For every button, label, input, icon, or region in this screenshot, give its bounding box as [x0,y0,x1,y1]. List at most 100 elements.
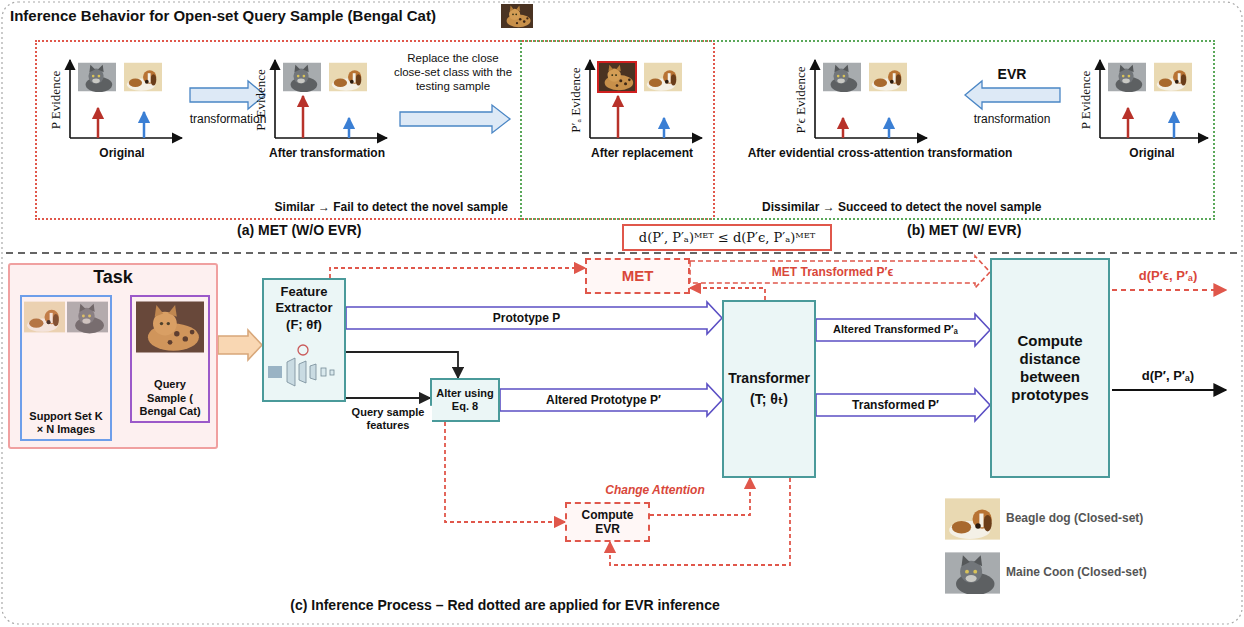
axis [1100,137,1208,139]
connector [346,352,458,378]
evr-module-box: Compute EVR [565,502,650,542]
evidence-bar [1173,112,1176,138]
evidence-chart [275,60,387,138]
connector-label: Change Attention [603,483,707,497]
axis [275,137,387,139]
axis-label: P′ϵ Evidence [793,67,809,134]
evr-arrow [965,81,1060,109]
diagram-title: Inference Behavior for Open-set Query Sa… [10,7,436,25]
flow-arrow [218,330,262,360]
step-note: Replace the close close-set class with t… [392,52,514,93]
node-label: Dissimilar → Succeed to detect the novel… [762,200,1041,214]
connector-label: Altered Transformed P′ₐ [831,323,960,336]
closed-set-image [945,498,1000,539]
connector [346,397,430,399]
axis-label: P′ Evidence [253,69,269,131]
chart-caption: After transformation [269,146,385,160]
axis-label: P′ₐ Evidence [568,67,584,132]
connectors [218,256,990,565]
method-region: Similar → Fail to detect the novel sampl… [35,40,715,220]
section-separator [6,252,1238,254]
connector-label: MET Transformed P′ϵ [770,265,895,279]
axis [589,60,591,138]
arrow-label: transformation [974,112,1051,126]
replacement-arrow [400,105,510,133]
chart-caption: Original [99,146,144,160]
evr-connector [690,288,765,300]
method-region: Dissimilar → Succeed to detect the novel… [520,40,1215,220]
connector-label: Query sample features [344,406,432,432]
replacement-highlight [598,62,636,92]
axis-label: P Evidence [1078,71,1094,129]
class-thumbnail [78,63,116,92]
axis [69,60,71,138]
query-sample-box: Query Sample ( Bengal Cat) [130,295,210,423]
class-thumbnail [1108,63,1146,92]
node-sublabel: (b) MET (W/ EVR) [907,222,1021,239]
evidence-chart [815,60,927,138]
evidence-bar [842,118,845,138]
evr-module-box: MET [585,258,690,294]
node-sublabel: (a) MET (W/O EVR) [237,222,361,239]
process-box: Feature Extractor (F; θf) [262,278,346,402]
closed-set-key: Beagle dog (Closed-set) [1006,511,1143,525]
axis [1099,60,1101,138]
task-panel: TaskSupport Set K × N Images Query Sample… [8,263,218,449]
support-set-box: Support Set K × N Images [20,295,112,441]
arrow-label: EVR [998,66,1027,83]
evidence-bar [888,118,891,138]
evidence-bar [302,96,305,138]
chart-caption: After evidential cross-attention transfo… [748,146,1013,160]
output-label: d(P′, P′ₐ) [1142,368,1194,384]
axis [590,137,702,139]
class-thumbnail [869,63,907,92]
evidence-bar [97,108,100,138]
evidence-bar [663,118,666,138]
title-thumbnail [501,4,533,28]
flow-arrow [346,302,722,334]
axis-label: P Evidence [48,71,64,129]
flow-arrow [816,389,990,421]
node-label: d(P′, P′ₐ)ᴹᴱᵀ ≤ d(P′ϵ, P′ₐ)ᴹᴱᵀ [639,230,815,246]
evidence-chart [590,60,702,138]
node-label: MET [622,267,654,285]
evidence-chart [70,60,182,138]
connector-label: Altered Prototype P′ [544,393,663,407]
process-box: Alter using Eq. 8 [430,378,500,422]
chart-caption: After replacement [591,146,693,160]
evidence-bar [348,118,351,138]
evidence-chart [1100,60,1208,138]
figure-caption: (c) Inference Process – Red dotted are a… [290,597,719,614]
connector-label: Prototype P [491,311,562,325]
evidence-bar [143,112,146,138]
flow-arrow [690,256,990,288]
process-box: Transformer (T; θₜ) [722,300,816,478]
node-label: Compute EVR [569,508,646,537]
output-label: d(P′ϵ, P′ₐ) [1139,268,1198,284]
node-sublabel: (F; θf) [286,317,322,333]
node-label: Similar → Fail to detect the novel sampl… [275,200,508,214]
evidence-bar [617,96,620,138]
output-arrow [1112,289,1226,291]
node-label: Alter using Eq. 8 [434,387,496,413]
node-label: Transformer [728,370,810,387]
class-thumbnail [283,63,321,92]
closed-set-image [945,552,1000,595]
node-label: Compute distance between prototypes [996,332,1104,404]
node-label: Task [10,267,216,289]
connector-label: Transformed P′ [850,398,941,412]
output-arrow [1112,389,1226,391]
node-sublabel: (T; θₜ) [750,391,788,408]
evr-connector [445,422,565,522]
class-thumbnail [644,63,682,92]
node-label: Feature Extractor [268,284,340,315]
flow-arrow [500,384,722,416]
closed-set-key: Maine Coon (Closed-set) [1006,565,1147,579]
flow-arrow [816,314,990,346]
node-label: Support Set K × N Images [25,410,107,436]
class-thumbnail [329,63,367,92]
axis [70,137,182,139]
